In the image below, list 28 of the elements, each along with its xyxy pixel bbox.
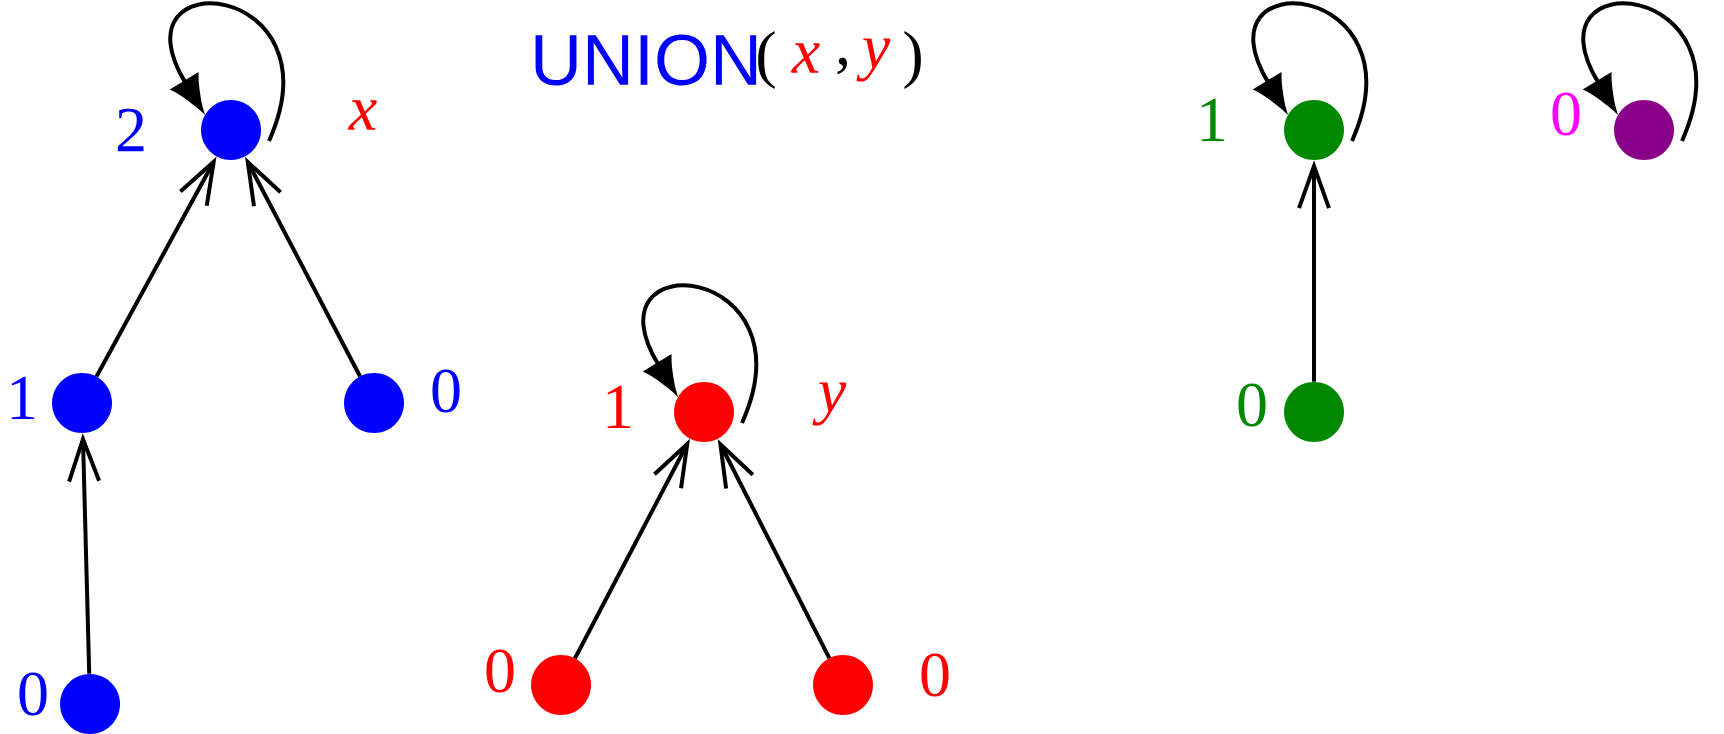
arrow <box>67 433 101 674</box>
rank-label: 0 <box>921 653 949 697</box>
arrow <box>641 283 758 424</box>
rank-label: 1 <box>607 385 631 429</box>
variable-label: y <box>856 38 891 82</box>
punctuation-label: ) <box>904 31 921 89</box>
rank-label: 0 <box>432 369 460 413</box>
arrow <box>1581 1 1698 142</box>
arrow <box>1251 1 1368 142</box>
arrow <box>94 156 217 378</box>
arrow <box>573 438 690 660</box>
rank-label: 0 <box>19 672 47 716</box>
rank-label: 0 <box>1238 383 1266 427</box>
rank-label: 2 <box>117 108 144 152</box>
variable-label: y <box>812 382 847 426</box>
variable-label: x <box>791 43 820 73</box>
punctuation-label: ( <box>758 31 775 89</box>
rank-label: 0 <box>486 649 514 693</box>
variable-label: x <box>348 100 377 130</box>
arrow <box>245 156 362 378</box>
rank-label: 1 <box>1201 98 1225 142</box>
arrow <box>1297 160 1331 382</box>
rank-label: 1 <box>11 376 35 420</box>
arrow <box>168 1 285 142</box>
punctuation-label: , <box>837 57 847 75</box>
arrow <box>717 438 832 659</box>
rank-label: 0 <box>1552 92 1580 136</box>
title: UNION <box>535 34 757 86</box>
